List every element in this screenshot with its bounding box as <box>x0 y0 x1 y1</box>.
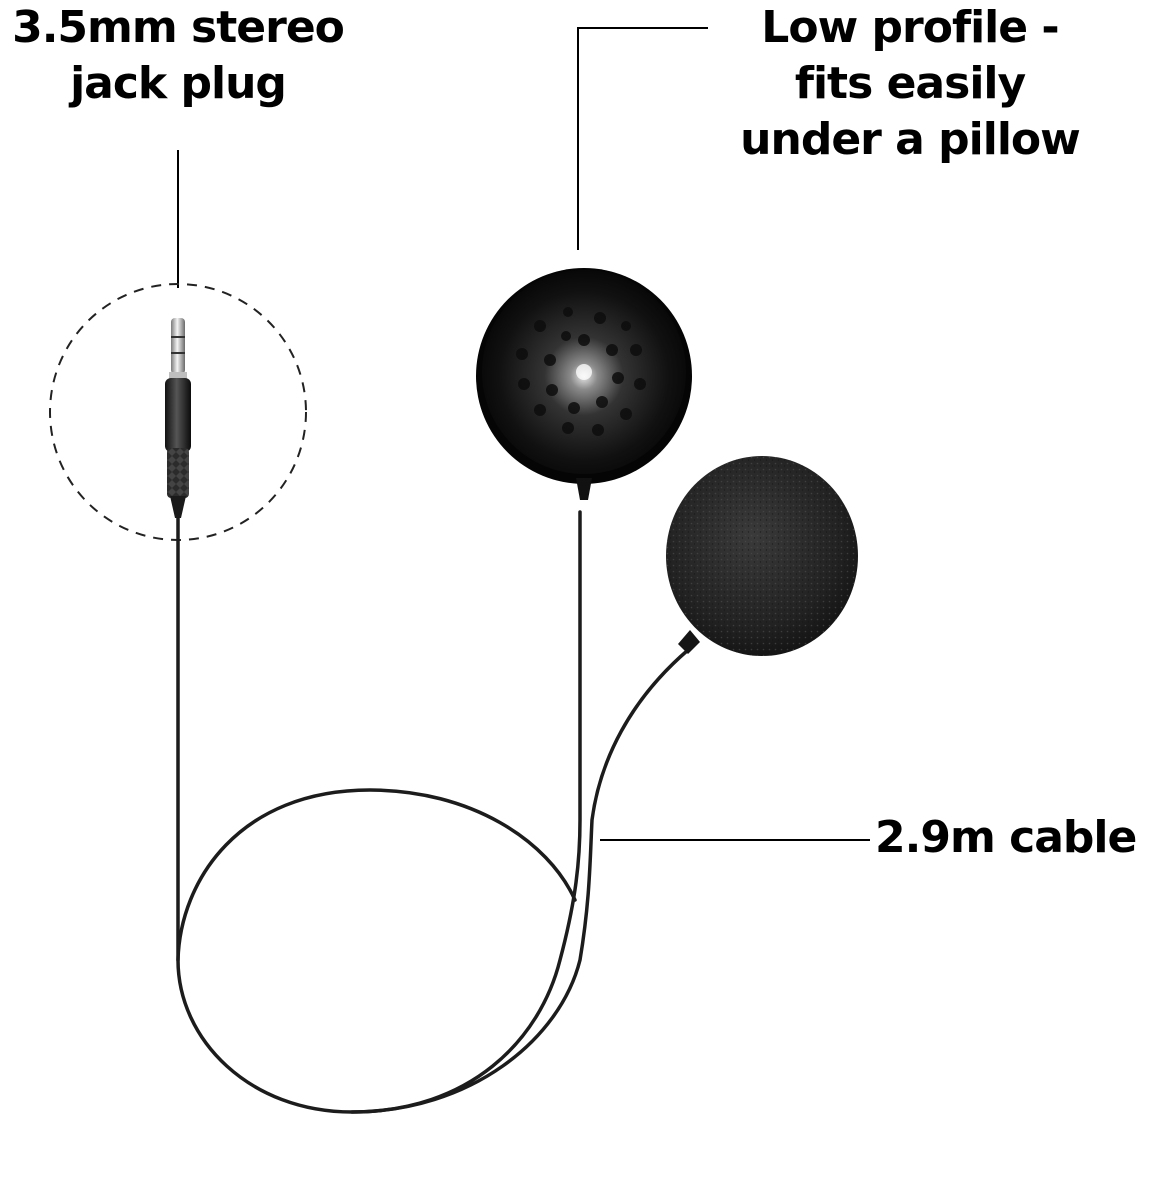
low-profile-label: Low profile - fits easily under a pillow <box>720 0 1100 168</box>
foam-cover <box>666 456 858 656</box>
jack-plug-label: 3.5mm stereo jack plug <box>0 0 356 112</box>
cable-length-label: 2.9m cable <box>875 810 1164 866</box>
speaker-unit <box>476 268 692 500</box>
speaker-grille-holes <box>516 307 646 436</box>
profile-leader-line <box>577 27 708 250</box>
low-profile-label-line-1: Low profile - <box>761 2 1059 53</box>
jack-plug <box>165 318 191 518</box>
low-profile-label-line-3: under a pillow <box>740 114 1081 165</box>
cable-length-label-text: 2.9m cable <box>875 812 1137 863</box>
jack-plug-grip <box>167 448 189 498</box>
leader-lines <box>177 27 870 841</box>
cable <box>176 508 690 1114</box>
jack-plug-body <box>165 378 191 452</box>
low-profile-label-line-2: fits easily <box>794 58 1026 109</box>
jack-plug-label-line-2: jack plug <box>70 58 287 109</box>
jack-plug-tip <box>171 318 185 374</box>
jack-plug-label-line-1: 3.5mm stereo <box>12 2 345 53</box>
